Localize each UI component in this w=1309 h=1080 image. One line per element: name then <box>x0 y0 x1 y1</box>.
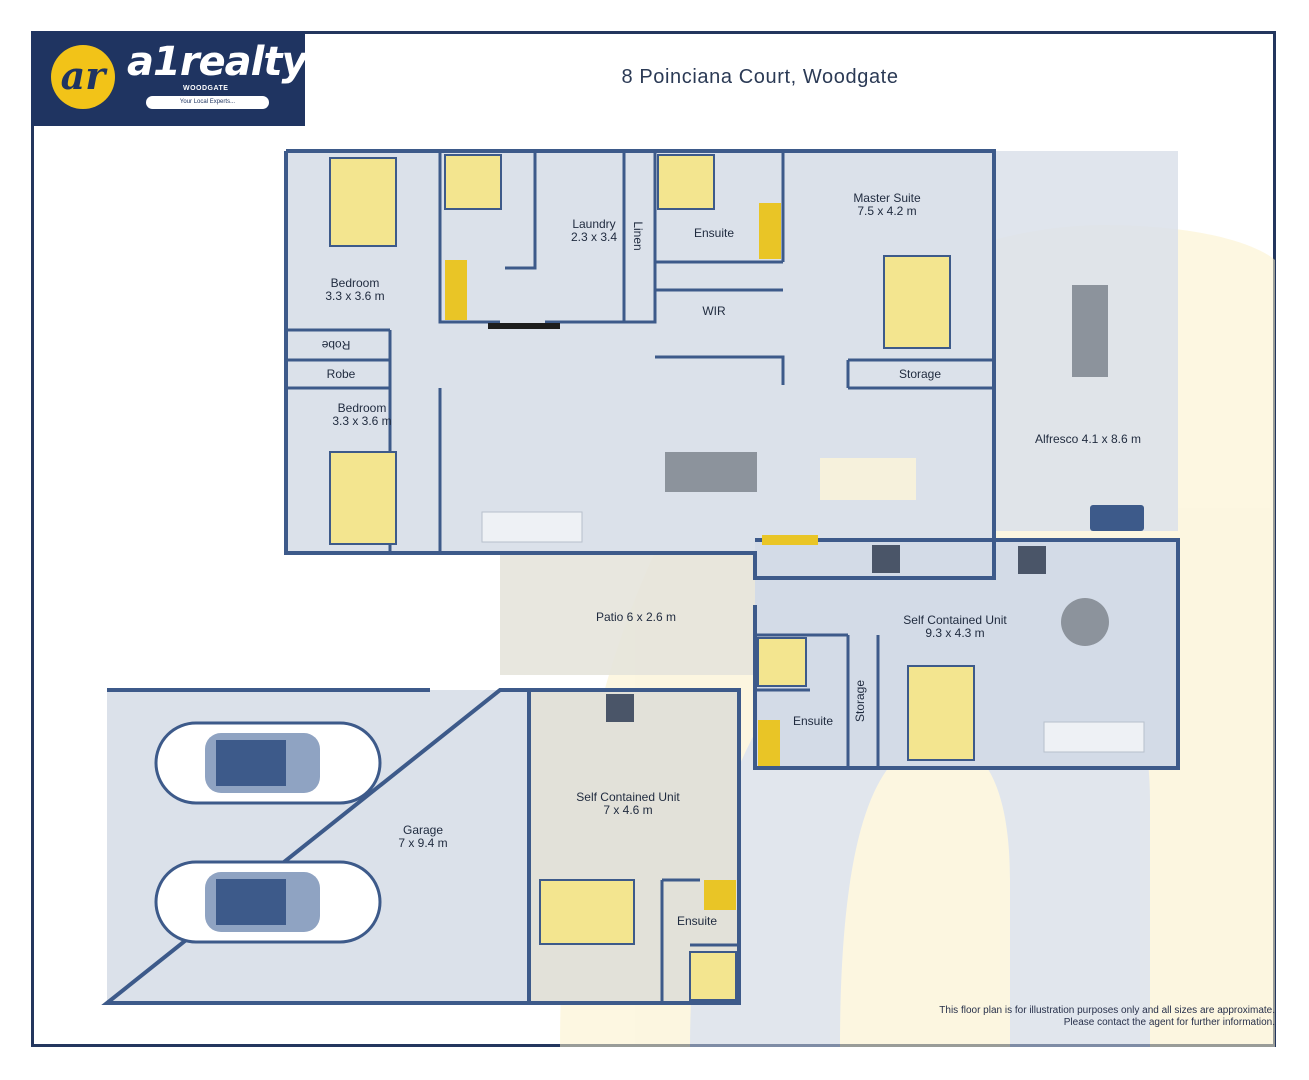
round-table-icon <box>1061 598 1109 646</box>
bed-icon <box>883 255 951 349</box>
property-address: 8 Poinciana Court, Woodgate <box>621 66 899 88</box>
master-name: Master Suite <box>853 191 921 205</box>
storage-right-label: Storage <box>853 680 867 722</box>
garage-size: 7 x 9.4 m <box>398 836 447 850</box>
shower-icon <box>689 951 737 1001</box>
kitchen-bench-icon <box>820 458 916 500</box>
bbq-icon <box>1090 505 1144 531</box>
shower-icon <box>444 154 502 210</box>
disclaimer-line2: Please contact the agent for further inf… <box>1063 1017 1275 1028</box>
cooktop-icon <box>872 545 900 573</box>
brand-location: WOODGATE <box>183 85 229 92</box>
bedroom2-name: Bedroom <box>338 401 387 415</box>
dining-table-icon <box>1072 285 1108 377</box>
ensuite-unit-left-label: Ensuite <box>677 914 717 928</box>
bed-icon <box>329 157 397 247</box>
vanity-icon <box>758 720 780 766</box>
car-icon <box>154 860 382 944</box>
wir-label: WIR <box>702 304 726 318</box>
unit-right-size: 9.3 x 4.3 m <box>925 626 984 640</box>
vanity-icon <box>445 260 467 320</box>
master-size: 7.5 x 4.2 m <box>857 204 916 218</box>
alfresco-label: Alfresco 4.1 x 8.6 m <box>1035 432 1141 446</box>
patio-label: Patio 6 x 2.6 m <box>596 610 676 624</box>
room-labels: Bedroom 3.3 x 3.6 m Robe Robe Bedroom 3.… <box>321 191 1141 928</box>
wall-baths <box>438 151 657 324</box>
bed-icon <box>539 879 635 945</box>
shower-icon <box>757 637 807 687</box>
unit-left-name: Self Contained Unit <box>576 790 680 804</box>
wall-laundry <box>505 151 537 270</box>
fixtures <box>329 154 1145 1001</box>
logo-mark-text: ar <box>60 53 106 98</box>
sofa-icon <box>1043 721 1145 753</box>
unit-left-floor <box>529 690 739 1003</box>
robe-top-label: Robe <box>321 338 350 352</box>
wall-main-left <box>284 151 500 555</box>
cooktop-icon <box>1018 546 1046 574</box>
sofa-icon <box>481 511 583 543</box>
cars <box>154 721 382 944</box>
logo-mark-icon: ar <box>51 45 115 109</box>
garage-name: Garage <box>403 823 443 837</box>
bench-icon <box>762 535 818 545</box>
unit-left-size: 7 x 4.6 m <box>603 803 652 817</box>
brand-tagline: Your Local Experts... <box>146 96 269 109</box>
wall-ensuite-wir <box>655 151 785 385</box>
storage-master-label: Storage <box>899 367 941 381</box>
bed-icon <box>907 665 975 761</box>
wall-robes <box>286 328 390 390</box>
tv-icon <box>488 323 560 329</box>
laundry-name: Laundry <box>572 217 615 231</box>
bedroom2-size: 3.3 x 3.6 m <box>332 414 391 428</box>
brand-name: a1realty <box>127 39 308 85</box>
cooktop-icon <box>606 694 634 722</box>
wall-storage <box>846 358 994 390</box>
wall-unit-left-ensuite <box>660 878 739 1003</box>
linen-label: Linen <box>631 221 645 250</box>
robe-bottom-label: Robe <box>327 367 356 381</box>
bed-icon <box>329 451 397 545</box>
disclaimer: This floor plan is for illustration purp… <box>830 1005 1275 1029</box>
dining-table-icon <box>665 452 757 492</box>
wall-unit-right-inner <box>755 633 880 768</box>
vanity-icon <box>759 203 781 259</box>
unit-right-name: Self Contained Unit <box>903 613 1007 627</box>
laundry-size: 2.3 x 3.4 <box>571 230 617 244</box>
ensuite-main-label: Ensuite <box>694 226 734 240</box>
bedroom1-size: 3.3 x 3.6 m <box>325 289 384 303</box>
vanity-icon <box>704 880 736 910</box>
wall-main-bottom <box>500 540 996 580</box>
wall-unit-right <box>753 538 1180 770</box>
disclaimer-line1: This floor plan is for illustration purp… <box>939 1005 1275 1016</box>
ensuite-right-label: Ensuite <box>793 714 833 728</box>
wall-main-outer <box>286 149 996 540</box>
walls <box>101 149 1180 1005</box>
brand-logo: ar a1realty WOODGATE Your Local Experts.… <box>31 31 308 126</box>
bedroom1-name: Bedroom <box>331 276 380 290</box>
shower-icon <box>657 154 715 210</box>
patio-floor <box>500 553 755 675</box>
car-icon <box>154 721 382 805</box>
